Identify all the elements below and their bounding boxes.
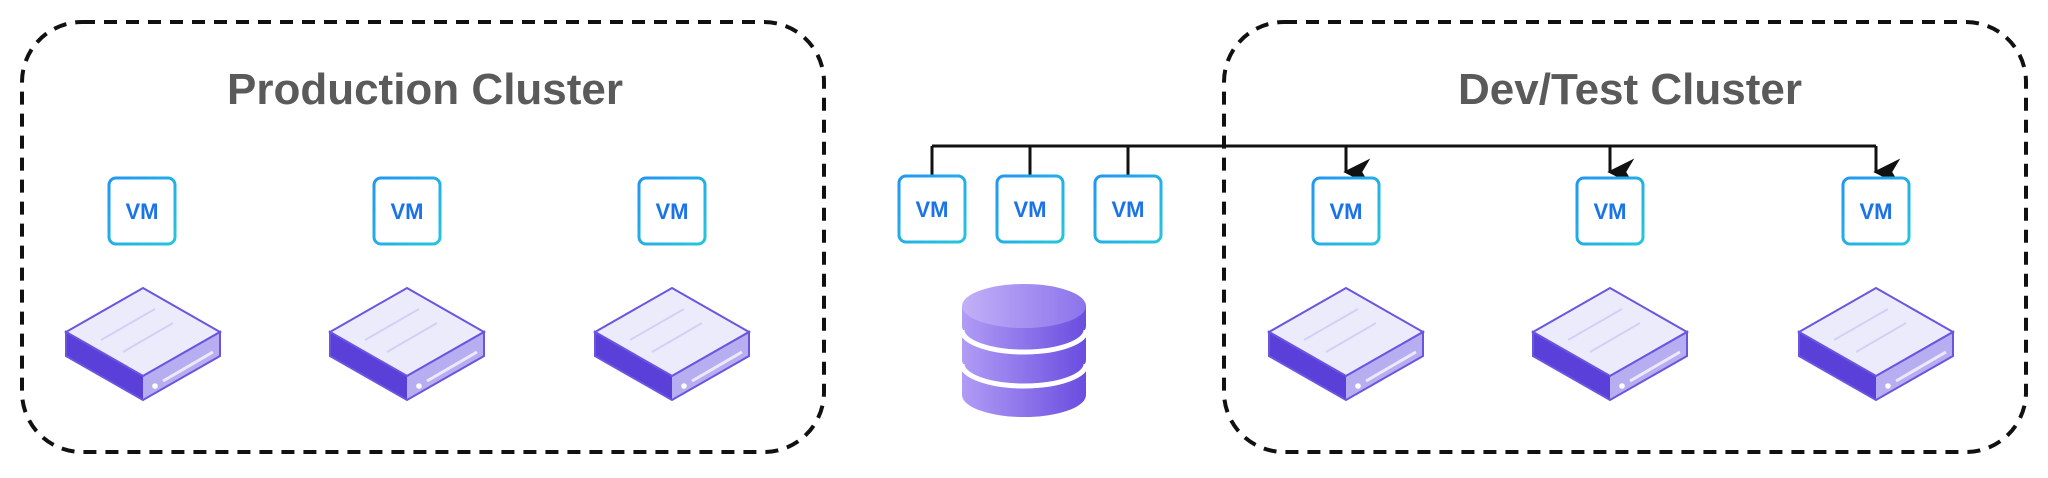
server-prod-1-icon [64, 286, 222, 402]
vm-dev-1: VM [1311, 176, 1381, 246]
devtest-cluster-border [1222, 20, 2028, 454]
database-icon [959, 284, 1089, 417]
vm-shared-1: VM [897, 174, 967, 244]
vm-prod-3: VM [637, 176, 707, 246]
server-dev-1-icon [1267, 286, 1425, 402]
vm-label: VM [656, 199, 689, 224]
vm-label: VM [916, 197, 949, 222]
vm-label: VM [1594, 199, 1627, 224]
server-prod-2-icon [328, 286, 486, 402]
vm-label: VM [1330, 199, 1363, 224]
vm-prod-1: VM [107, 176, 177, 246]
vm-shared-2: VM [995, 174, 1065, 244]
connector-lines [930, 144, 1901, 186]
server-dev-3-icon [1797, 286, 1955, 402]
vm-label: VM [126, 199, 159, 224]
devtest-cluster: Dev/Test Cluster [1222, 20, 2028, 454]
vm-shared-3: VM [1093, 174, 1163, 244]
vm-label: VM [1014, 197, 1047, 222]
vm-label: VM [1860, 199, 1893, 224]
vm-label: VM [391, 199, 424, 224]
vm-dev-3: VM [1841, 176, 1911, 246]
devtest-cluster-title: Dev/Test Cluster [1458, 65, 1802, 114]
vm-dev-2: VM [1575, 176, 1645, 246]
server-dev-2-icon [1531, 286, 1689, 402]
server-prod-3-icon [593, 286, 751, 402]
vm-prod-2: VM [372, 176, 442, 246]
vm-label: VM [1112, 197, 1145, 222]
production-cluster-border [20, 20, 826, 454]
production-cluster-title: Production Cluster [227, 65, 623, 114]
production-cluster: Production Cluster [20, 20, 826, 454]
